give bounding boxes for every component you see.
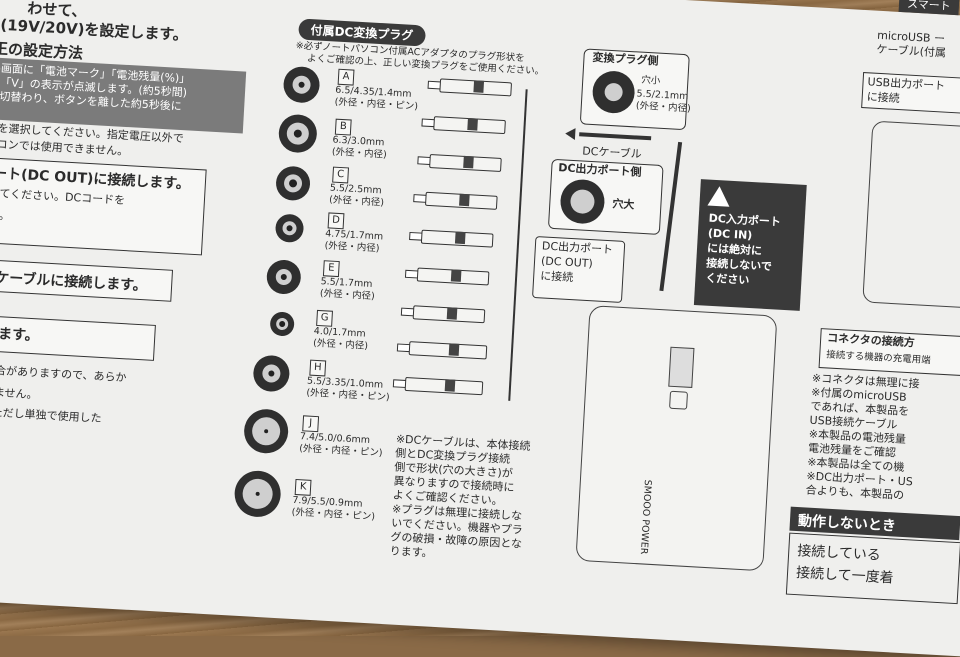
callout-line: に接続	[540, 269, 574, 285]
plug-letter: E	[323, 260, 340, 277]
plug-h-illustration	[413, 305, 494, 321]
connect-box-title: 続します。	[0, 322, 39, 346]
connector-title: コネクタの接続方	[827, 331, 915, 350]
warning-triangle-icon	[707, 186, 730, 207]
small-hole-label: 穴小	[641, 75, 661, 88]
plug-j-illustration	[409, 341, 496, 358]
dc-cable-box: DCケーブルに接続します。	[0, 258, 173, 301]
dc-cable-line	[579, 132, 651, 140]
dc-cable-vertical	[659, 142, 682, 291]
not-working-line: 接続している	[797, 540, 882, 565]
plug-k-illustration	[405, 377, 492, 394]
plug-desc: (外径・内径)	[331, 147, 387, 162]
dc-out-instruction-box: ポート(DC OUT)に接続します。 なってください。DCコードを さい。	[0, 156, 207, 255]
left-bottom-line: す。ただし単独で使用した	[0, 405, 102, 426]
plug-letter: J	[302, 415, 319, 432]
usb-box-line: に接続	[866, 90, 900, 106]
warning-line: ください	[705, 272, 750, 288]
device-brand-text: SMOOO POWER	[637, 479, 653, 554]
large-hole-label: 穴大	[612, 197, 635, 212]
conversion-plug-side-box: 変換プラグ側 穴小 5.5/2.1mm (外径・内径)	[580, 48, 690, 130]
plug-letter: H	[309, 360, 326, 377]
plug-d-face-icon	[275, 213, 305, 243]
connector-sub: 接続する機器の充電用端	[826, 349, 931, 367]
plug-a-illustration	[439, 78, 520, 94]
plug-e-face-icon	[266, 259, 302, 295]
plug-b-illustration	[433, 116, 514, 132]
dc-out-box-line: さい。	[0, 208, 10, 224]
not-working-line: 接続して一度着	[796, 562, 895, 587]
plug-desc: (外径・内径)	[320, 288, 376, 303]
connect-box: 続します。	[0, 314, 156, 361]
warning-line: (DC IN)	[707, 227, 752, 243]
conversion-side-title: 変換プラグ側	[592, 52, 659, 68]
plug-g-face-icon	[270, 311, 295, 336]
not-working-box: 接続している 接続して一度着	[786, 533, 960, 605]
plug-desc: (外径・内径・ピン)	[291, 507, 375, 524]
left-bottom-line: い場合がありますので、あらか	[0, 363, 127, 386]
plug-letter: B	[335, 119, 352, 136]
dc-in-warning-box: DC入力ポート (DC IN) には絶対に 接続しないで ください	[694, 179, 807, 311]
plug-a-face-icon	[283, 66, 321, 104]
not-working-title: 動作しないとき	[797, 510, 896, 535]
cable-note-block: ※DCケーブルは、本体接続 側とDC変換プラグ接続 側で形状(穴の大きさ)が 異…	[389, 433, 531, 566]
plug-g-illustration	[417, 267, 498, 283]
right-device-illustration	[862, 121, 960, 309]
dc-out-side-title: DC出力ポート側	[558, 162, 642, 179]
plug-k-face-icon	[233, 470, 281, 518]
device-port-area	[668, 347, 694, 388]
plug-letter: D	[328, 212, 345, 229]
plug-desc: (外径・内径)	[324, 240, 380, 255]
plug-bracket-line	[508, 89, 527, 401]
device-button-icon	[669, 391, 688, 410]
arrow-left-icon	[565, 128, 576, 141]
plug-letter: C	[332, 167, 349, 184]
plug-h-face-icon	[252, 354, 290, 392]
plug-c-face-icon	[275, 165, 311, 201]
grey-instruction-panel: 晶画面に「電池マーク」「電池残量(%)」 の「V」の表示が点滅します。(約5秒間…	[0, 57, 246, 134]
plug-desc: (外径・内径・ピン)	[299, 443, 383, 460]
right-notes: ※コネクタは無理に接 ※付属のmicroUSB であれば、本製品を USB接続ケ…	[805, 372, 920, 504]
left-bottom-line: ありません。	[0, 385, 38, 403]
dc-out-callout: DC出力ポート (DC OUT) に接続	[532, 236, 625, 303]
large-hole-plug-icon	[559, 178, 605, 224]
plug-desc: (外径・内径)	[329, 194, 385, 209]
plug-letter: G	[316, 310, 333, 327]
connector-box: コネクタの接続方 接続する機器の充電用端	[819, 328, 960, 376]
plug-e-illustration	[421, 230, 502, 246]
dc-out-port-side-box: DC出力ポート側 穴大	[548, 159, 664, 235]
plug-b-face-icon	[278, 114, 318, 154]
power-bank-device-illustration: SMOOO POWER	[575, 305, 777, 571]
plug-letter: A	[338, 69, 355, 86]
plug-c-illustration	[429, 154, 510, 170]
dc-out-box-line: なってください。DCコードを	[0, 186, 125, 208]
dc-cable-label: DCケーブル	[582, 144, 642, 161]
callout-line: (DC OUT)	[541, 254, 593, 271]
micro-usb-line: ケーブル(付属	[876, 43, 946, 61]
plug-j-face-icon	[243, 408, 289, 454]
plug-desc: (外径・内径)	[313, 338, 369, 353]
plug-letter: K	[295, 479, 312, 496]
small-hole-desc: (外径・内径)	[636, 100, 692, 115]
dc-cable-box-title: DCケーブルに接続します。	[0, 266, 147, 296]
small-hole-plug-icon	[591, 70, 635, 114]
usb-output-box: USB出力ポート に接続	[861, 72, 960, 114]
plug-d-illustration	[425, 192, 506, 208]
smart-tab: スマート	[899, 0, 959, 15]
